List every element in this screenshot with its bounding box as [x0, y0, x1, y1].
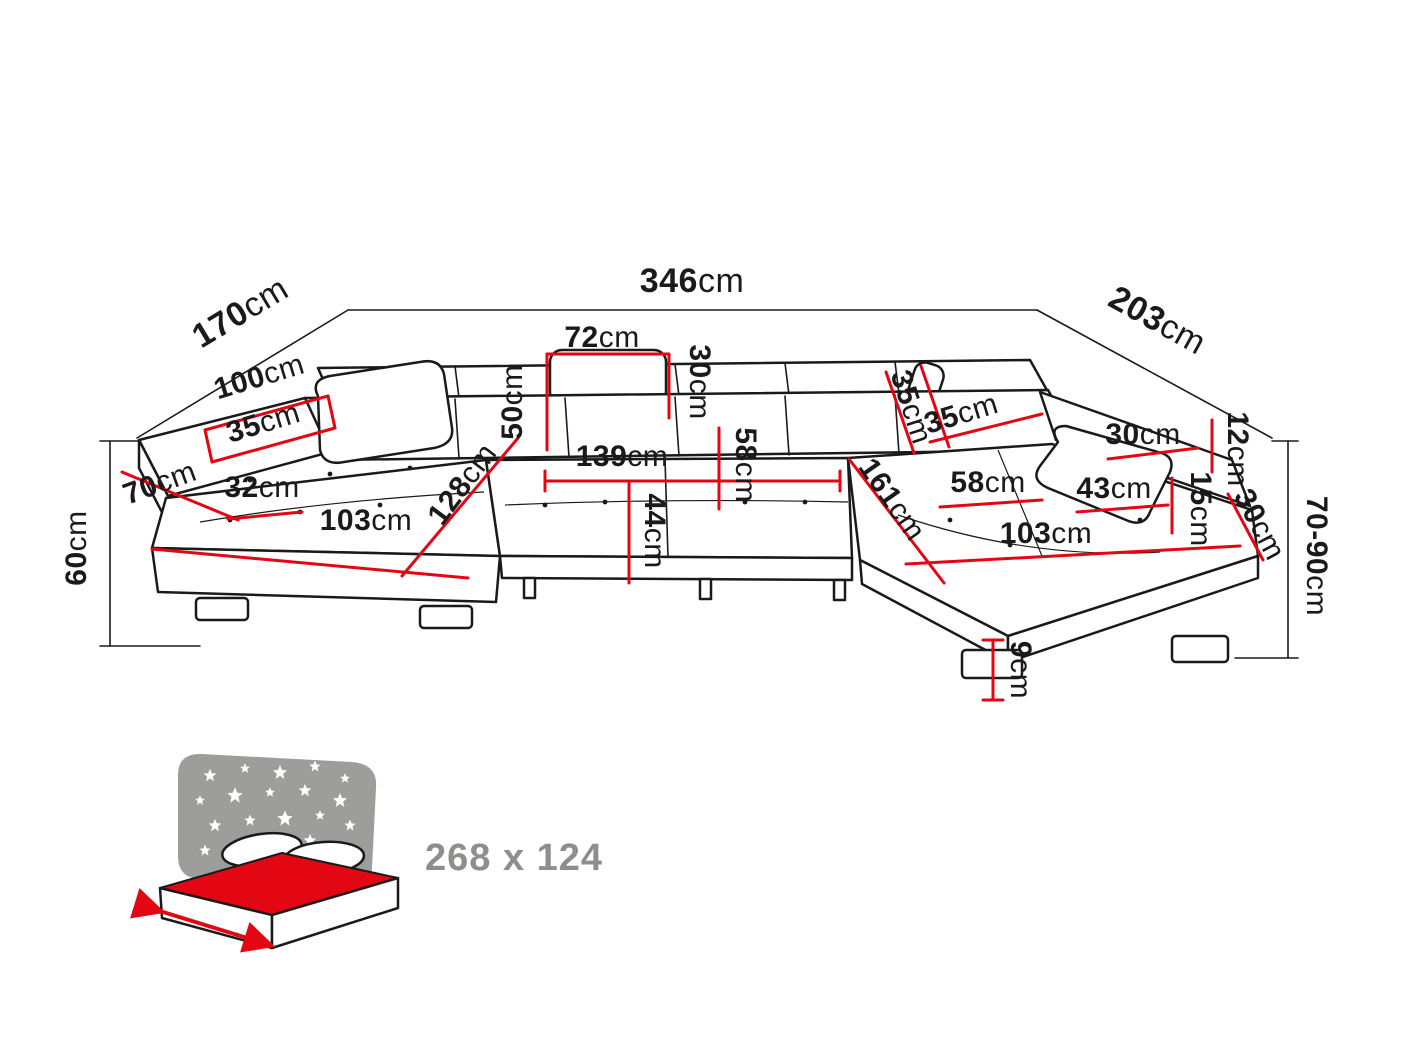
label-headrest-width: 72cm [564, 321, 639, 354]
label-left-depth: 170cm [186, 269, 295, 355]
label-seat-depth: 58cm [729, 427, 762, 502]
label-right-side-mid: 15cm [1184, 471, 1217, 546]
label-right-arm-top: 30cm [1105, 418, 1180, 451]
label-right-seat-depth: 58cm [950, 466, 1025, 499]
dimension-frame [99, 309, 1299, 659]
label-right-side-top: 12cm [1221, 411, 1254, 486]
label-backrest-height: 50cm [496, 364, 529, 439]
sleeping-area-icon [129, 753, 400, 953]
label-right-depth: 203cm [1102, 278, 1212, 362]
width-arrow [129, 887, 276, 953]
label-height-right: 70-90cm [1300, 496, 1333, 616]
sofa-drawing [137, 348, 1260, 680]
label-headrest-height: 30cm [683, 344, 716, 419]
label-height-left: 60cm [60, 510, 93, 585]
label-overall-width: 346cm [640, 262, 745, 300]
label-leg-height: 9cm [1004, 641, 1037, 699]
red-dimension-lines [120, 352, 1265, 702]
label-right-arm-length: 43cm [1076, 472, 1151, 505]
label-right-chaise-width: 103cm [1000, 517, 1093, 550]
label-seat-height: 44cm [638, 493, 671, 568]
label-left-chaise-width: 103cm [320, 504, 413, 537]
label-center-width: 139cm [576, 440, 669, 473]
label-left-arm-front: 32cm [224, 471, 299, 504]
sleeping-area-size: 268 x 124 [425, 837, 603, 879]
